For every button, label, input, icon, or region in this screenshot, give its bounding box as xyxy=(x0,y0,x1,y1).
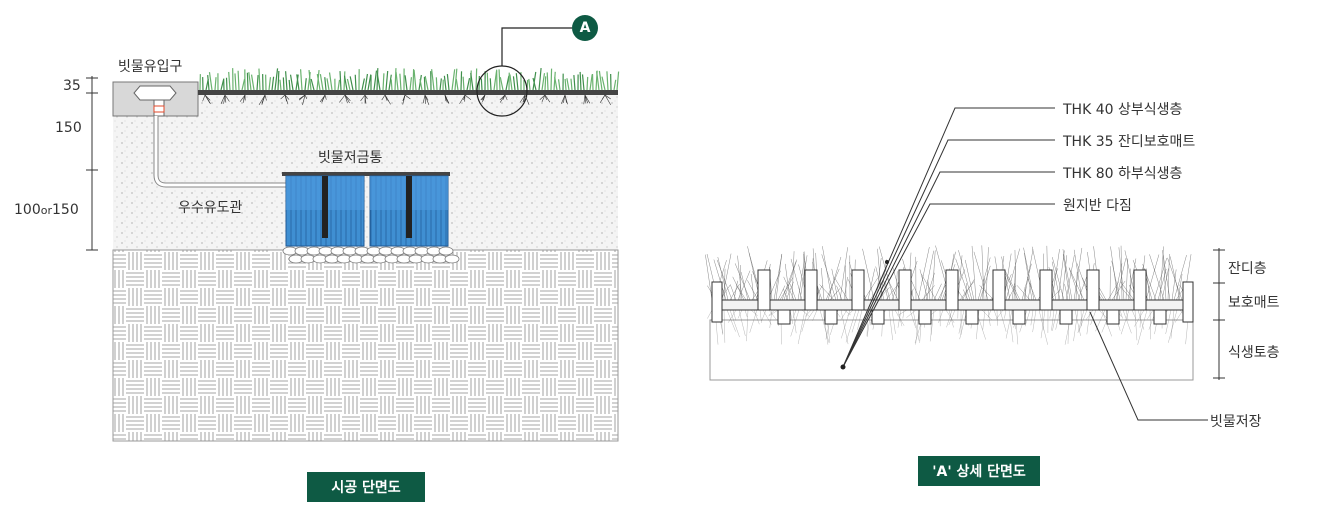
dim-100-or-150: 100or150 xyxy=(14,202,79,218)
left-caption: 시공 단면도 xyxy=(307,472,425,502)
side-label-soil: 식생토층 xyxy=(1228,345,1280,361)
inlet-block xyxy=(112,81,199,117)
dim-150: 150 xyxy=(55,120,82,136)
pipe-label: 우수유도관 xyxy=(178,200,243,216)
protection-mat xyxy=(711,269,1194,325)
right-caption: 'A' 상세 단면도 xyxy=(918,456,1040,486)
tank-label: 빗물저금통 xyxy=(318,150,383,166)
rainwater-tank xyxy=(282,172,450,247)
base-pattern xyxy=(112,249,619,442)
side-label-grass: 잔디층 xyxy=(1228,261,1267,277)
layer-leaders xyxy=(842,107,1208,421)
detail-dimension-line xyxy=(1213,248,1225,380)
layer-label-2: THK 35 잔디보호매트 xyxy=(1063,134,1196,150)
layer-label-4: 원지반 다짐 xyxy=(1063,198,1132,214)
storage-label: 빗물저장 xyxy=(1210,414,1262,430)
dim-35: 35 xyxy=(63,78,81,94)
detail-callout xyxy=(476,27,572,117)
stone-bed xyxy=(282,246,460,264)
inlet-label: 빗물유입구 xyxy=(118,59,183,75)
side-label-mat: 보호매트 xyxy=(1228,295,1280,311)
detail-marker-a: A xyxy=(572,15,598,41)
layer-label-3: THK 80 하부식생층 xyxy=(1063,166,1183,182)
grass-strip xyxy=(198,68,620,106)
soil-layer xyxy=(113,90,618,250)
detail-soil xyxy=(709,319,1194,381)
layer-label-1: THK 40 상부식생층 xyxy=(1063,102,1183,118)
dimension-line xyxy=(86,76,98,251)
